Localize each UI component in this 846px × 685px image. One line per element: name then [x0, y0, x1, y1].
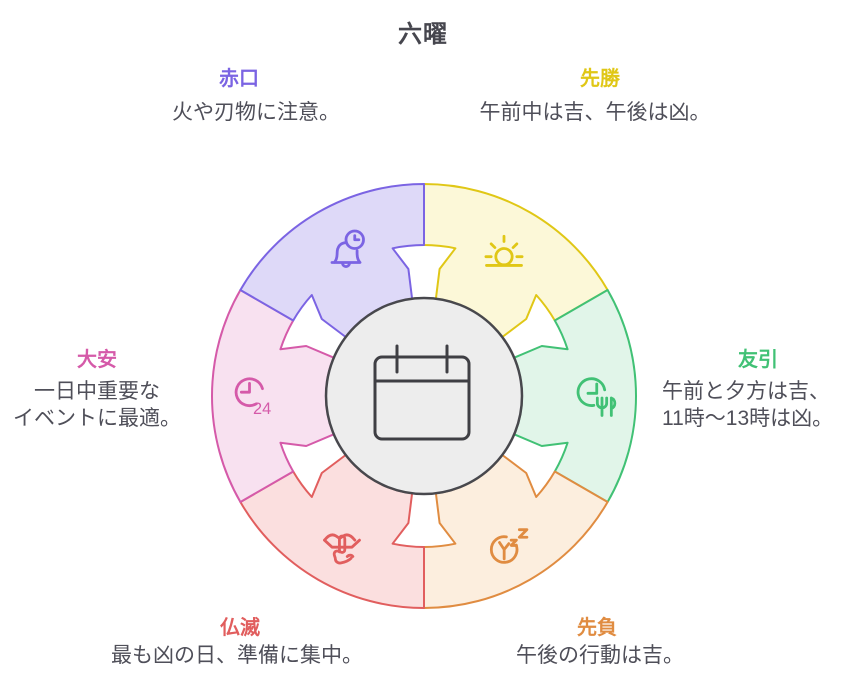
- segment-label-butsumetsu: 仏滅: [220, 617, 260, 639]
- segment-desc-senbu: 午後の行動は吉。: [516, 644, 684, 667]
- shh-icon: [314, 518, 370, 574]
- 24-hour-clock-icon: 24: [225, 370, 281, 426]
- wheel-segment-taian: [211, 289, 335, 503]
- wheel-segment-shakko: [239, 183, 425, 338]
- segment-desc-sensho: 午前中は吉、午後は凶。: [479, 101, 711, 124]
- wheel-segment-senbu: [423, 454, 609, 609]
- segment-label-tomobiki: 友引: [738, 349, 778, 371]
- segment-desc-taian: 一日中重要な イベントに最適。: [13, 380, 181, 430]
- svg-text:24: 24: [253, 400, 271, 418]
- sunrise-icon: [476, 224, 532, 280]
- segment-label-sensho: 先勝: [580, 68, 620, 90]
- wheel-segment-tomobiki: [513, 289, 637, 503]
- segment-label-shakko: 赤口: [219, 68, 259, 90]
- center-circle: [324, 296, 524, 496]
- segment-label-taian: 大安: [77, 349, 117, 371]
- snooze-clock-icon: [482, 518, 538, 574]
- page-title: 六曜: [398, 21, 448, 48]
- segment-label-senbu: 先負: [577, 617, 617, 639]
- wheel-segment-sensho: [423, 183, 609, 338]
- segment-desc-tomobiki: 午前と夕方は吉、 11時〜13時は凶。: [662, 380, 834, 430]
- bell-clock-icon: [318, 224, 374, 280]
- segment-desc-shakko: 火や刃物に注意。: [172, 101, 340, 124]
- lunch-clock-icon: [567, 370, 623, 426]
- calendar-icon: [373, 344, 471, 441]
- wheel-segments: [211, 183, 637, 609]
- wheel-segment-butsumetsu: [239, 454, 425, 609]
- segment-desc-butsumetsu: 最も凶の日、準備に集中。: [111, 644, 363, 667]
